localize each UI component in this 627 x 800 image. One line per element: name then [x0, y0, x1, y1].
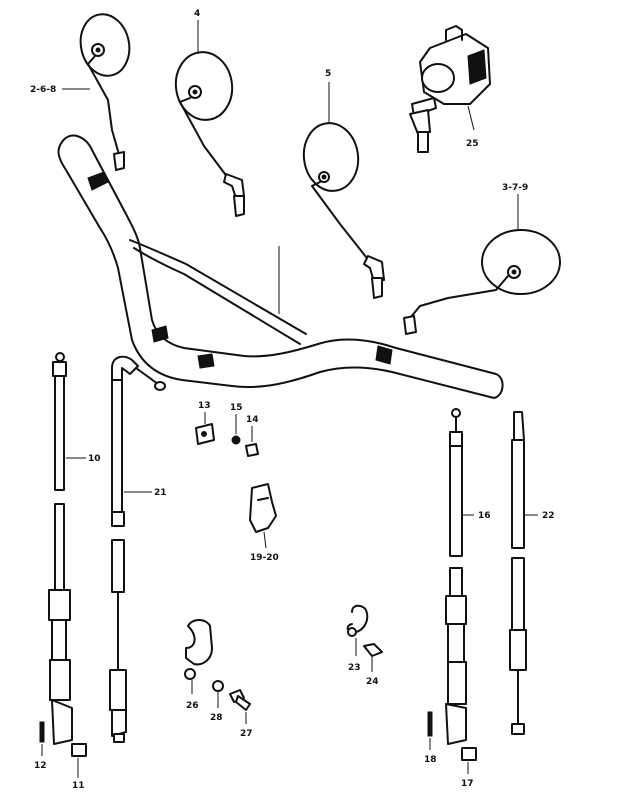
callout-bolt-holder: 27	[240, 729, 253, 739]
mirror-right-outer: 3-7-9	[403, 183, 561, 335]
callout-cable-right-outer: 22	[542, 511, 555, 521]
callout-spring-clip: 23	[348, 663, 361, 673]
callout-bolt-small: 14	[246, 415, 259, 425]
bolt-small: 14	[245, 415, 259, 457]
ignition-switch: 25	[409, 25, 491, 153]
cable-guide-bracket: 19-20	[249, 483, 279, 563]
callout-mirror-left-outer: 2-6-8	[30, 85, 56, 95]
callout-mirror-right-outer: 3-7-9	[502, 183, 528, 193]
callout-washer-small: 15	[230, 403, 243, 413]
cable-left-outer-pin: 12	[34, 721, 47, 771]
cable-right-inner-end-clip: 17	[461, 747, 477, 789]
callout-ignition-switch: 25	[466, 139, 479, 149]
cable-left-outer: 10	[48, 352, 101, 745]
cable-left-outer-end-clip: 11	[71, 743, 87, 791]
mirror-left-outer: 2-6-8	[30, 13, 131, 171]
callout-mirror-right-inner: 5	[325, 69, 331, 79]
cable-right-outer: 22	[509, 411, 555, 735]
cable-right-inner: 16	[445, 408, 491, 745]
callout-cable-right-inner: 16	[478, 511, 491, 521]
callout-bolt-clip: 24	[366, 677, 379, 687]
cable-right-inner-pin: 18	[424, 711, 437, 765]
callout-washer-holder: 28	[210, 713, 223, 723]
callout-clamp-small: 13	[198, 401, 211, 411]
callout-cable-left-inner: 21	[154, 488, 167, 498]
cable-left-inner: 21	[109, 355, 167, 743]
mirror-right-inner: 5	[302, 69, 385, 299]
callout-mirror-left-inner: 4	[194, 9, 200, 19]
bolt-holder: 27	[229, 689, 253, 739]
washer-small: 15	[230, 403, 243, 445]
callout-cable-guide-bracket: 19-20	[250, 553, 279, 563]
mirror-left-inner: 4	[174, 9, 245, 217]
callout-cable-right-inner-end-clip: 17	[461, 779, 474, 789]
callout-holder-bracket: 26	[186, 701, 199, 711]
bolt-clip: 24	[363, 643, 383, 687]
spring-clip: 23	[346, 604, 369, 673]
callout-cable-left-outer-pin: 12	[34, 761, 47, 771]
holder-bracket: 26	[184, 619, 213, 711]
handlebar	[57, 134, 504, 399]
callout-cable-right-inner-pin: 18	[424, 755, 437, 765]
callout-cable-left-outer-end-clip: 11	[72, 781, 85, 791]
clamp-small: 13	[195, 401, 215, 445]
callout-cable-left-outer: 10	[88, 454, 101, 464]
washer-holder: 28	[210, 680, 224, 723]
